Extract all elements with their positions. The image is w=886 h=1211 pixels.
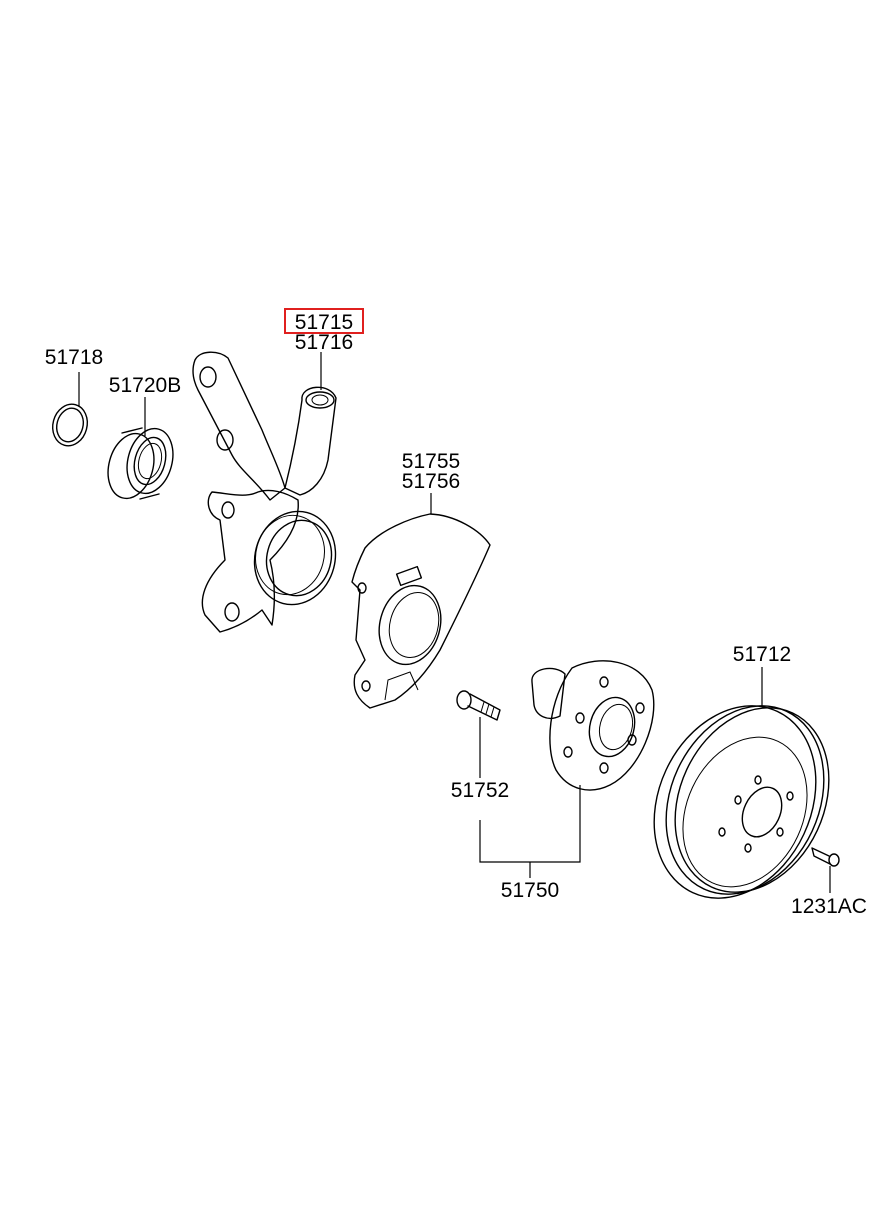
highlight-box <box>284 308 364 334</box>
label-51750[interactable]: 51750 <box>501 879 559 902</box>
screw-drawing[interactable] <box>811 847 840 867</box>
steering-knuckle-drawing[interactable] <box>192 351 346 633</box>
label-51720B[interactable]: 51720B <box>109 374 181 397</box>
dust-cover-drawing[interactable] <box>351 513 491 709</box>
wheel-hub-drawing[interactable] <box>531 660 655 791</box>
label-51755[interactable]: 51755 <box>402 450 460 473</box>
brake-disc-drawing[interactable] <box>624 679 858 924</box>
label-51716[interactable]: 51716 <box>295 331 353 354</box>
label-51756[interactable]: 51756 <box>402 470 460 493</box>
label-1231AC[interactable]: 1231AC <box>791 895 867 918</box>
label-51712[interactable]: 51712 <box>733 643 791 666</box>
bearing-drawing[interactable] <box>101 423 180 503</box>
label-51718[interactable]: 51718 <box>45 346 103 369</box>
hub-bolt-drawing[interactable] <box>456 690 501 721</box>
label-51715[interactable]: 51715 <box>295 311 353 334</box>
snap-ring-drawing[interactable] <box>48 400 92 449</box>
label-51752[interactable]: 51752 <box>451 779 509 802</box>
